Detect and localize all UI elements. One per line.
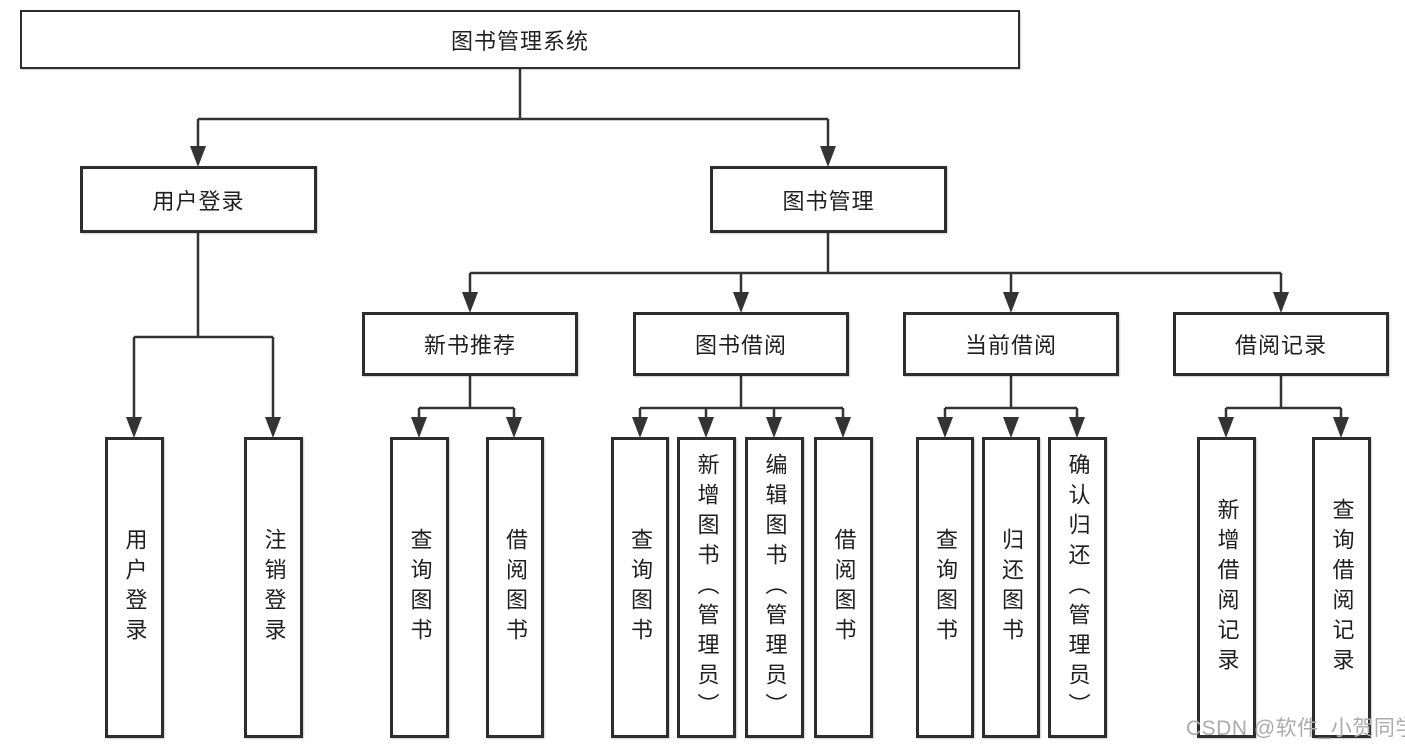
- arrow-icon: [1218, 417, 1234, 438]
- node-confirm-return-admin-label: 确认归还（管理员）: [1065, 452, 1091, 723]
- node-user-login-group-label: 用户登录: [152, 188, 245, 214]
- node-confirm-return-admin: 确认归还（管理员）: [1048, 437, 1107, 738]
- node-new-book-recommend-label: 新书推荐: [423, 333, 516, 358]
- arrow-icon: [462, 292, 478, 313]
- node-logout-login: 注销登录: [244, 437, 303, 738]
- arrow-icon: [1003, 417, 1019, 438]
- arrow-icon: [835, 417, 851, 438]
- arrow-icon: [1273, 292, 1289, 313]
- node-add-books-admin-label: 新增图书（管理员）: [694, 452, 720, 723]
- node-return-books-label: 归还图书: [999, 527, 1024, 648]
- node-current-borrow: 当前借阅: [903, 312, 1119, 376]
- node-edit-books-admin: 编辑图书（管理员）: [745, 437, 804, 738]
- connector-records-to-children: [1224, 376, 1343, 419]
- node-return-books: 归还图书: [982, 437, 1040, 738]
- node-current-borrow-label: 当前借阅: [964, 333, 1057, 358]
- arrow-icon: [733, 292, 749, 313]
- node-add-books-admin: 新增图书（管理员）: [677, 437, 736, 738]
- node-new-book-recommend: 新书推荐: [362, 312, 578, 376]
- arrow-icon: [698, 417, 714, 438]
- node-query-books-recommend: 查询图书: [390, 437, 449, 738]
- node-borrow-record: 借阅记录: [1173, 312, 1389, 376]
- node-query-borrow-record: 查询借阅记录: [1312, 437, 1371, 738]
- arrow-icon: [766, 417, 782, 438]
- node-book-borrow-label: 图书借阅: [694, 333, 787, 358]
- arrow-icon: [1003, 292, 1019, 313]
- arrow-icon: [411, 417, 427, 438]
- node-query-books-borrow-label: 查询图书: [628, 527, 653, 648]
- node-query-books-borrow: 查询图书: [611, 437, 669, 738]
- arrow-icon: [1333, 417, 1349, 438]
- connector-root-to-level2: [196, 69, 830, 148]
- node-user-login: 用户登录: [105, 437, 164, 738]
- node-query-books-current: 查询图书: [916, 437, 974, 738]
- arrow-icon: [937, 417, 953, 438]
- node-borrow-record-label: 借阅记录: [1234, 333, 1327, 358]
- node-book-borrow: 图书借阅: [633, 312, 849, 376]
- arrow-icon: [632, 417, 648, 438]
- node-book-management: 图书管理: [710, 166, 947, 233]
- node-user-login-group: 用户登录: [80, 166, 317, 233]
- csdn-watermark: CSDN @软件_小贺同学: [1186, 717, 1405, 740]
- node-query-borrow-record-label: 查询借阅记录: [1329, 497, 1355, 678]
- node-add-borrow-record: 新增借阅记录: [1197, 437, 1256, 738]
- arrow-icon: [506, 417, 522, 438]
- node-edit-books-admin-label: 编辑图书（管理员）: [762, 452, 788, 723]
- arrow-icon: [820, 146, 836, 167]
- connector-bookborrow-to-children: [638, 376, 845, 419]
- connector-bookmgmt-to-level3: [468, 233, 1283, 294]
- connector-login-to-children: [132, 233, 275, 419]
- node-user-login-label: 用户登录: [122, 527, 148, 648]
- arrow-icon: [265, 417, 281, 438]
- arrow-icon: [126, 417, 142, 438]
- node-add-borrow-record-label: 新增借阅记录: [1214, 497, 1240, 678]
- node-query-books-recommend-label: 查询图书: [407, 527, 433, 648]
- node-borrow-books-borrow: 借阅图书: [814, 437, 873, 738]
- arrowheads: [126, 146, 1349, 438]
- connector-currentborrow-to-children: [943, 376, 1079, 419]
- node-borrow-books-borrow-label: 借阅图书: [831, 527, 857, 648]
- arrow-icon: [1069, 417, 1085, 438]
- node-borrow-books-recommend-label: 借阅图书: [503, 527, 528, 648]
- node-logout-login-label: 注销登录: [261, 527, 287, 648]
- node-book-management-label: 图书管理: [782, 188, 875, 214]
- node-query-books-current-label: 查询图书: [933, 527, 958, 648]
- connector-paths: [132, 69, 1343, 419]
- node-root: 图书管理系统: [20, 10, 1020, 69]
- node-borrow-books-recommend: 借阅图书: [486, 437, 544, 738]
- connector-newbook-to-children: [417, 376, 516, 419]
- arrow-icon: [190, 146, 206, 167]
- node-root-label: 图书管理系统: [450, 28, 589, 54]
